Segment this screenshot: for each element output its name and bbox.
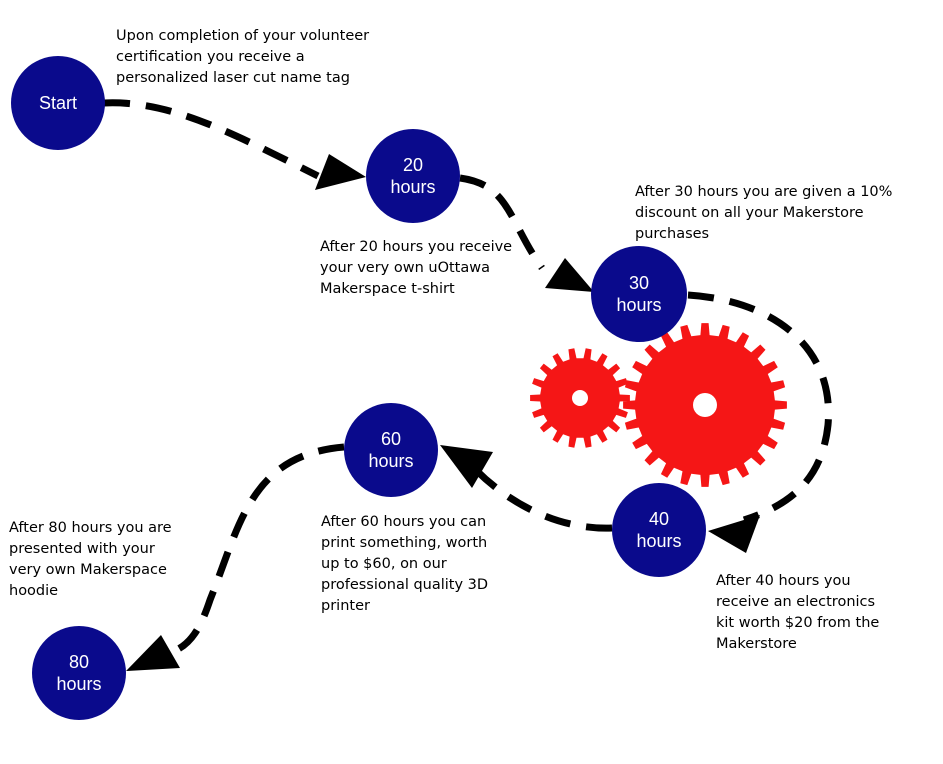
dashed-path-start-to-20 <box>103 99 320 180</box>
milestone-label: 20 <box>403 155 423 175</box>
milestone-label: 60 <box>381 429 401 449</box>
large-gear-icon <box>623 323 787 487</box>
dashed-path-40-to-60 <box>471 465 613 532</box>
milestone-description-20-hours: After 20 hours you receive your very own… <box>320 239 513 297</box>
small-gear-icon <box>530 348 630 448</box>
dashed-path-20-to-30 <box>459 174 545 271</box>
milestone-label: Start <box>39 93 77 113</box>
milestone-label: hours <box>636 531 681 551</box>
milestone-label: hours <box>368 451 413 471</box>
milestone-label: hours <box>616 295 661 315</box>
arrowhead-to-80-icon <box>126 635 180 671</box>
dashed-path-30-to-40 <box>687 291 832 524</box>
milestone-label: 80 <box>69 652 89 672</box>
arrowhead-to-20-icon <box>315 154 366 190</box>
milestone-description-40-hours: After 40 hours you receive an electronic… <box>716 573 880 652</box>
milestone-description-80-hours: After 80 hours you are presented with yo… <box>9 520 172 599</box>
gears-decoration <box>530 323 787 487</box>
milestone-path <box>103 99 832 671</box>
arrowhead-to-60-icon <box>440 445 493 488</box>
milestone-label: 40 <box>649 509 669 529</box>
arrowhead-to-30-icon <box>545 258 594 292</box>
milestone-description-30-hours: After 30 hours you are given a 10% disco… <box>635 184 893 242</box>
dashed-path-60-to-80 <box>170 443 345 656</box>
milestone-label: hours <box>56 674 101 694</box>
milestone-label: 30 <box>629 273 649 293</box>
milestone-label: hours <box>390 177 435 197</box>
milestone-node-start: Start <box>11 56 105 150</box>
milestone-description-60-hours: After 60 hours you can print something, … <box>321 514 489 614</box>
arrowhead-to-40-icon <box>708 515 760 553</box>
milestone-description-start: Upon completion of your volunteer certif… <box>116 28 370 86</box>
